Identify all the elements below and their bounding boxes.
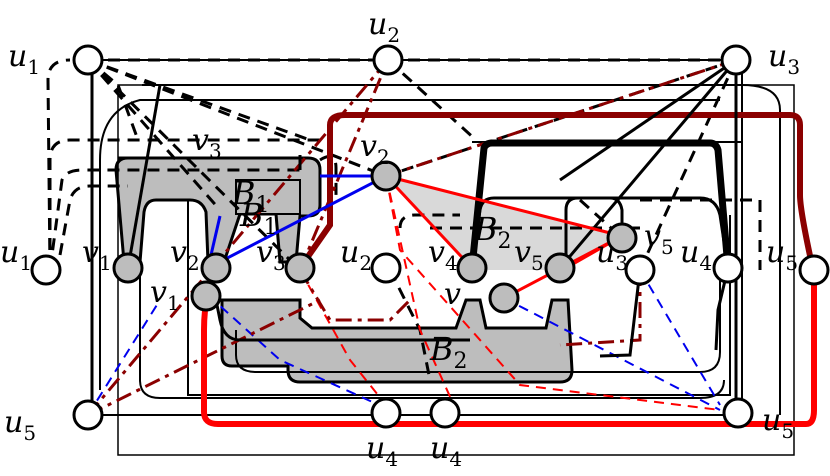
vertex-u4-bottom-a [370,397,402,429]
vertex-v5-right [606,222,638,254]
vertex-circles [30,44,830,431]
thick-dark-red-route [297,112,815,270]
vertex-u2-top [372,44,404,76]
label-u4-mid: u4 [680,235,712,275]
vertex-labels: u1 u2 u3 u1 v1 v2 v3 u2 v4 v5 u3 u4 u5 v… [0,7,800,471]
vertex-u1-left [30,254,62,286]
label-block-b1-inner: B1 [239,196,278,240]
thick-black-route [468,139,732,269]
label-u5-right: u5 [766,235,798,275]
vertex-v5 [544,252,576,284]
vertex-u5-bottom-right [722,397,754,429]
vertex-v1 [112,252,144,284]
label-u3-mid: u3 [596,235,628,275]
label-u1-left: u1 [0,235,32,275]
vertex-v4 [456,252,488,284]
label-u4-bottom-a: u4 [366,431,398,471]
vertex-u4-mid [712,252,744,284]
vertex-u3-top [720,44,752,76]
vertex-v1-low [190,280,222,312]
label-u2-mid: u2 [340,235,372,275]
vertex-v2-top [370,160,402,192]
solid-colored-edges [206,174,816,410]
vertex-u3-mid [624,254,656,286]
vertex-u1-top [72,44,104,76]
label-v-plain: v [444,277,461,312]
vertex-u5-bottom-left [72,399,104,431]
label-block-b2-upper: B2 [473,210,512,254]
vertex-v-plain [488,282,520,314]
label-block-b2-lower: B2 [429,330,468,374]
label-v2-top: v2 [360,129,390,169]
label-v1-low: v1 [150,275,180,315]
label-u4-bottom-b: u4 [430,431,462,471]
block-b2-upper-region [386,176,622,270]
thick-red-route [201,270,817,427]
vertex-u2-mid [370,252,402,284]
label-v3-top: v3 [192,123,222,163]
vertex-u5-right [798,254,830,286]
label-v2: v2 [170,235,200,275]
label-u1-top: u1 [8,39,40,79]
label-block-b1-outer: B1 [231,174,270,218]
block-labels: B1 B1 B2 B2 [231,174,512,374]
label-u3-top: u3 [768,39,800,79]
label-v5-right: v5 [644,219,674,259]
label-v5: v5 [514,235,544,275]
label-v4: v4 [428,235,458,275]
vertex-v3 [284,252,316,284]
vertex-v2 [200,252,232,284]
label-v3: v3 [256,235,286,275]
dashed-black-edges [46,58,762,381]
solid-black-edges [90,58,738,415]
label-v1: v1 [82,235,112,275]
vertex-u4-bottom-b [429,397,461,429]
block-b1-inner-region [235,179,301,215]
label-u5-bottom-right: u5 [762,403,794,443]
label-u5-bottom-left: u5 [4,405,36,445]
label-u2-top: u2 [368,7,400,47]
